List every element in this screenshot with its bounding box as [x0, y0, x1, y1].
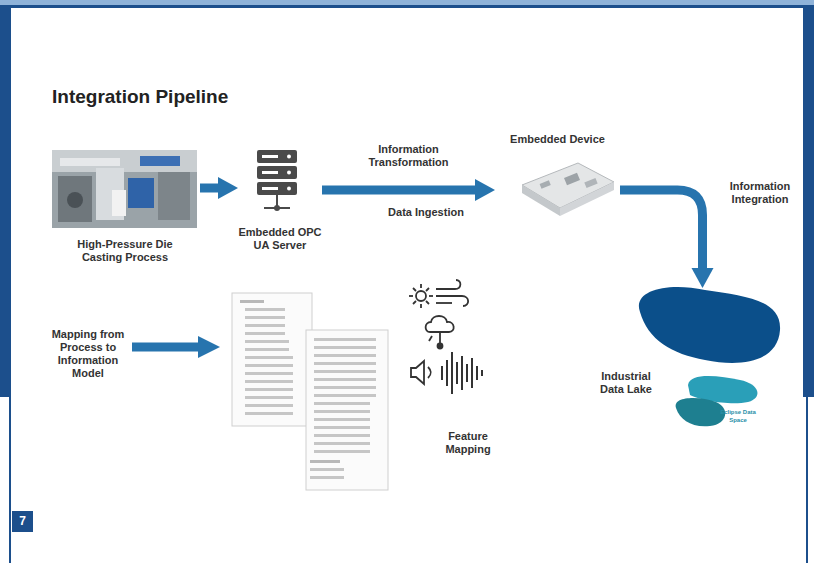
node-caption: High-Pressure Die Casting Process [66, 238, 184, 264]
right-line [806, 397, 808, 563]
slide-title: Integration Pipeline [52, 86, 228, 108]
node-caption: Embedded Device [495, 133, 620, 146]
node-caption: Embedded OPC UA Server [238, 226, 322, 252]
pipeline-node: Embedded OPC UA Server [238, 148, 322, 254]
weather-icon [426, 316, 454, 349]
pipeline-node: Embedded Device [495, 133, 620, 220]
machine-photo [52, 150, 197, 228]
sun-icon [409, 284, 433, 308]
speaker-icon [411, 361, 431, 384]
small-lake-blob [676, 398, 726, 426]
mapping-arrow [132, 343, 200, 352]
server-icon [257, 150, 297, 211]
flow-arrow [322, 179, 495, 201]
waveform-icon [442, 352, 482, 394]
pipeline-node: High-Pressure Die Casting Process [50, 148, 200, 266]
annotation-label: Feature Mapping [430, 430, 506, 456]
mapping-arrowhead [198, 336, 220, 358]
right-band [803, 5, 814, 397]
page-number-box [12, 511, 33, 532]
edge-label: Information Transformation [354, 143, 464, 169]
wind-icon [436, 280, 468, 306]
flow-arrow [200, 177, 238, 199]
left-band [0, 5, 11, 397]
information-model-screenshot [232, 293, 388, 490]
page-number: 7 [12, 511, 33, 532]
annotation-label: Mapping from Process to Information Mode… [44, 328, 132, 380]
annotation-label: Eclipse Data Space [716, 408, 760, 424]
pipeline-node: Industrial Data Lake [590, 288, 795, 433]
top-line [0, 5, 814, 8]
node-caption: Industrial Data Lake [590, 370, 662, 396]
flow-arrow [620, 190, 714, 288]
panel [11, 8, 803, 397]
device-picture [522, 163, 614, 216]
left-line [9, 397, 11, 563]
edge-label: Information Integration [718, 180, 802, 206]
annotation-label: Data Ingestion [378, 206, 474, 219]
data-lake-blob [639, 287, 780, 363]
top-band [0, 0, 814, 5]
